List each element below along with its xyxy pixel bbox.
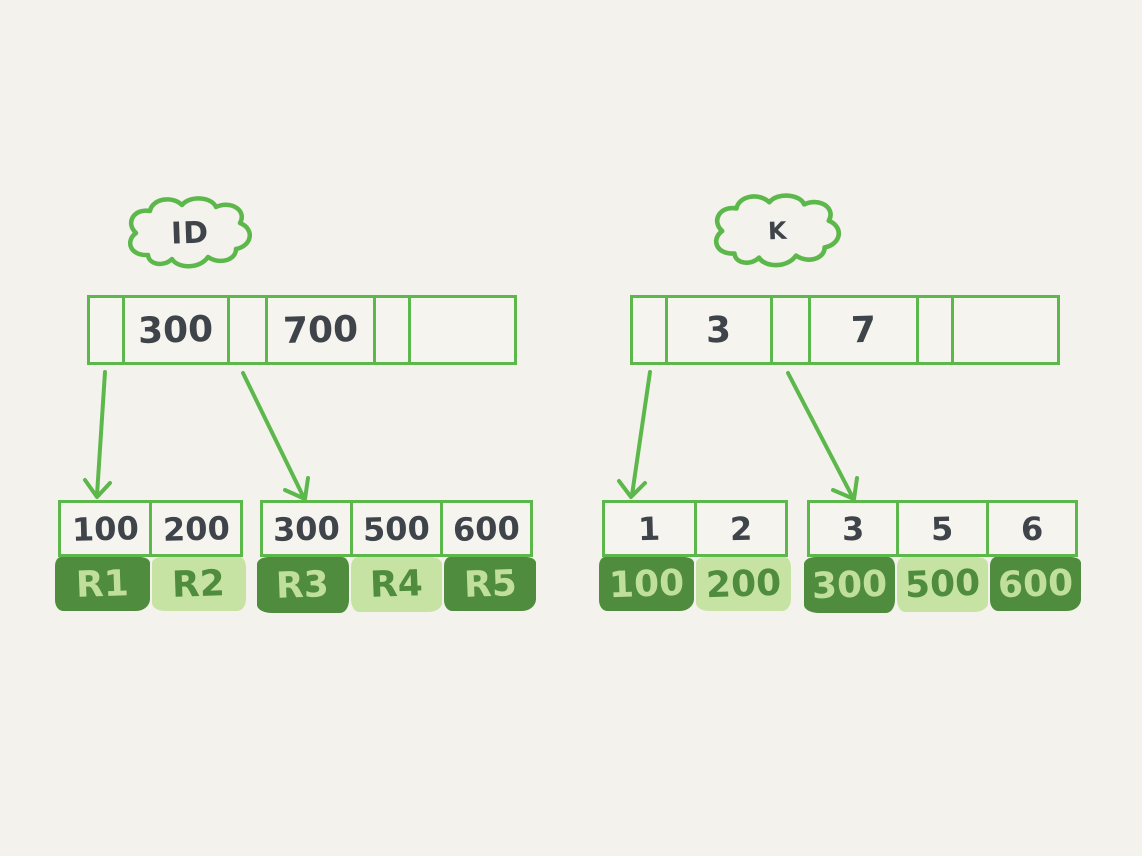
root-node-id-index: 300 700 xyxy=(87,295,517,365)
leaf-node-values: R3 R4 R5 xyxy=(256,557,537,613)
key-cell: 6 xyxy=(1020,509,1044,548)
index-cell xyxy=(90,298,125,362)
leaf-node-values: 300 500 600 xyxy=(803,557,1082,613)
leaf-node-values: R1 R2 xyxy=(54,557,247,611)
key-cell: 3 xyxy=(810,503,900,554)
value-cell: R1 xyxy=(55,557,150,611)
key-cell: 200 xyxy=(162,508,230,549)
key-cell: 1 xyxy=(605,503,697,554)
arrow-icon xyxy=(786,371,859,501)
arrow-icon xyxy=(617,370,652,499)
value-cell: R5 xyxy=(444,557,537,611)
arrow-icon xyxy=(241,371,310,501)
cloud-icon xyxy=(127,196,252,269)
value-cell: R3 xyxy=(257,557,349,613)
leaf-node-values: 100 200 xyxy=(598,557,792,611)
key-cell: 600 xyxy=(452,508,521,549)
index-cell xyxy=(954,298,1057,362)
value-cell: R4 xyxy=(350,557,443,612)
value-cell: 600 xyxy=(990,557,1081,611)
leaf-node-keys: 100 200 xyxy=(58,500,243,557)
value-cell: 300 xyxy=(804,557,895,613)
index-cell: 7 xyxy=(811,298,919,362)
value-cell: 100 xyxy=(599,557,694,611)
value-cell: 500 xyxy=(897,557,988,612)
key-cell: 2 xyxy=(729,509,753,548)
arrow-icon xyxy=(83,370,112,499)
leaf-node-keys: 1 2 xyxy=(602,500,788,557)
leaf-node-keys: 3 5 6 xyxy=(807,500,1078,557)
index-cell xyxy=(230,298,268,362)
cloud-text: K xyxy=(767,216,788,246)
value-cell: R2 xyxy=(151,557,246,611)
index-cell xyxy=(773,298,811,362)
key-cell: 500 xyxy=(353,503,443,554)
cloud-text: ID xyxy=(170,214,210,252)
key-cell: 300 xyxy=(263,503,353,554)
index-cell xyxy=(919,298,954,362)
leaf-node-keys: 300 500 600 xyxy=(260,500,533,557)
key-cell: 5 xyxy=(899,503,989,554)
index-cell: 300 xyxy=(125,298,230,362)
key-cell: 100 xyxy=(61,503,152,554)
index-cell: 3 xyxy=(668,298,773,362)
index-cell: 700 xyxy=(268,298,376,362)
cloud-icon xyxy=(713,193,841,268)
index-cell xyxy=(633,298,668,362)
index-cell xyxy=(411,298,514,362)
index-cell xyxy=(376,298,411,362)
root-node-k-index: 3 7 xyxy=(630,295,1060,365)
cloud-label-id: ID xyxy=(120,193,260,273)
cloud-label-k: K xyxy=(705,190,850,272)
value-cell: 200 xyxy=(696,557,791,611)
